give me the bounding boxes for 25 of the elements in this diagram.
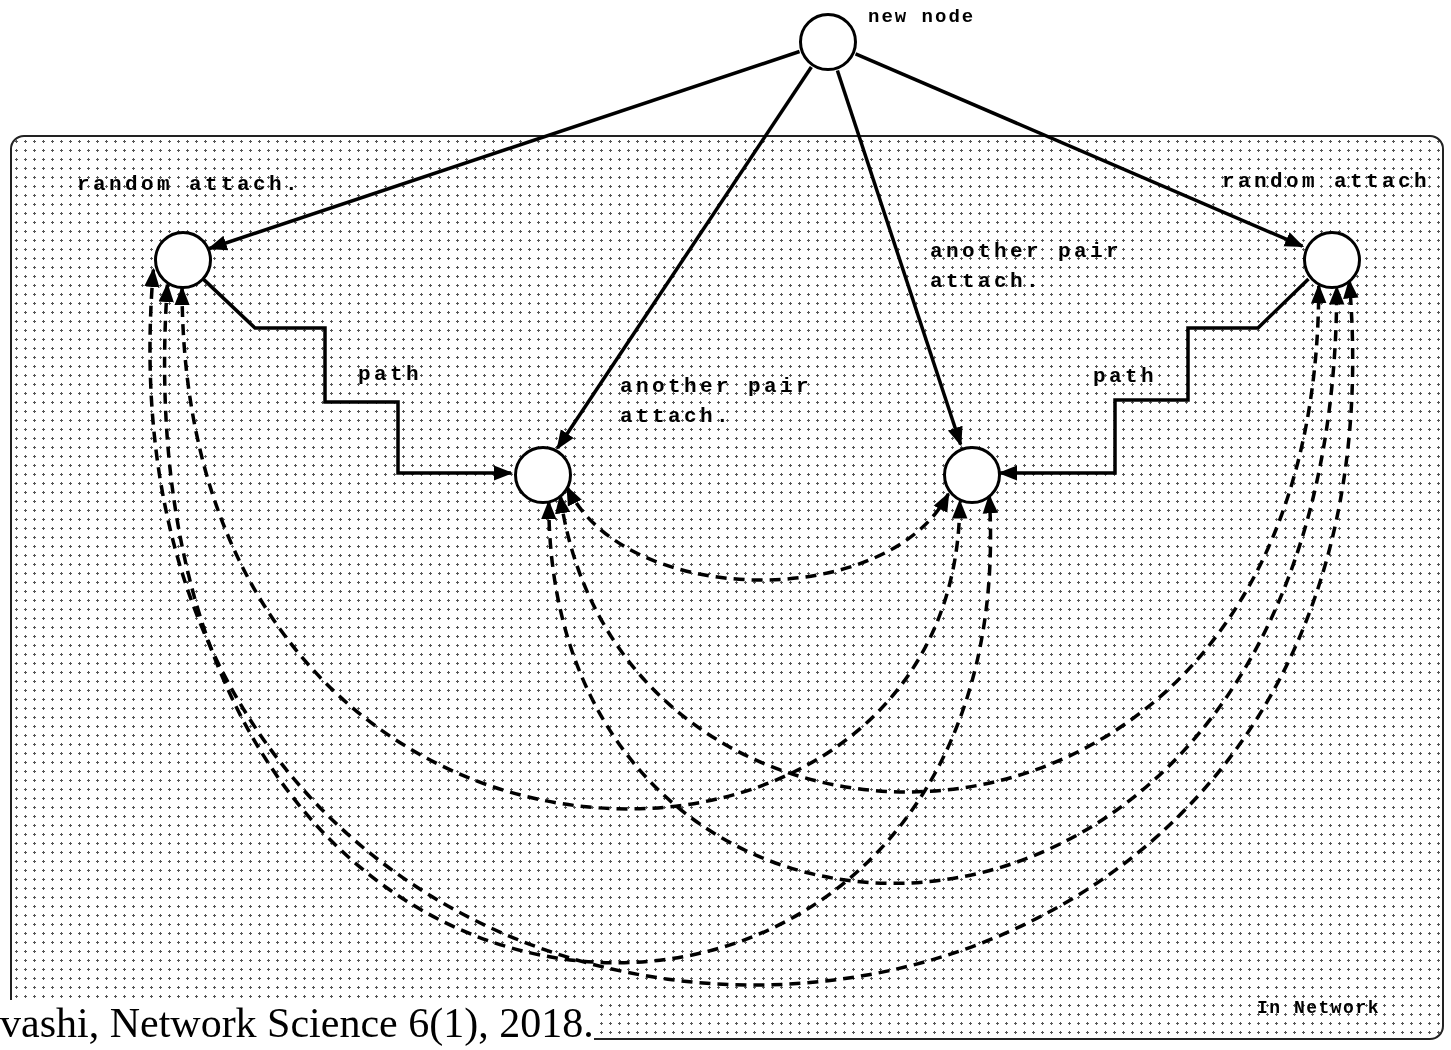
node-circle — [514, 446, 572, 504]
arrow — [556, 66, 813, 450]
node-circle — [943, 446, 1001, 504]
edge-label: another pair attach. — [620, 374, 814, 431]
arrow — [854, 52, 1305, 248]
edge-label: path — [1093, 364, 1157, 390]
arrow — [201, 277, 513, 481]
dashed-arrow — [176, 286, 965, 809]
arrow — [998, 277, 1310, 481]
edge-label: random attach. — [77, 172, 302, 198]
arrow — [207, 49, 801, 251]
arrow — [835, 69, 963, 447]
dashed-arrow — [557, 283, 1325, 792]
edge-label: another pair attach. — [930, 239, 1124, 296]
region-label: In Network — [1257, 997, 1381, 1020]
node-caption: new node — [868, 5, 976, 30]
dashed-arrow — [160, 282, 996, 962]
edge-label: random attach — [1222, 169, 1431, 195]
node-circle — [799, 13, 857, 71]
node-circle — [154, 231, 212, 289]
citation-text: vashi, Network Science 6(1), 2018. — [0, 1000, 594, 1047]
dashed-arrow — [146, 267, 1357, 986]
edge-label: path — [358, 362, 422, 388]
dashed-arrow — [565, 485, 950, 582]
node-circle — [1303, 231, 1361, 289]
